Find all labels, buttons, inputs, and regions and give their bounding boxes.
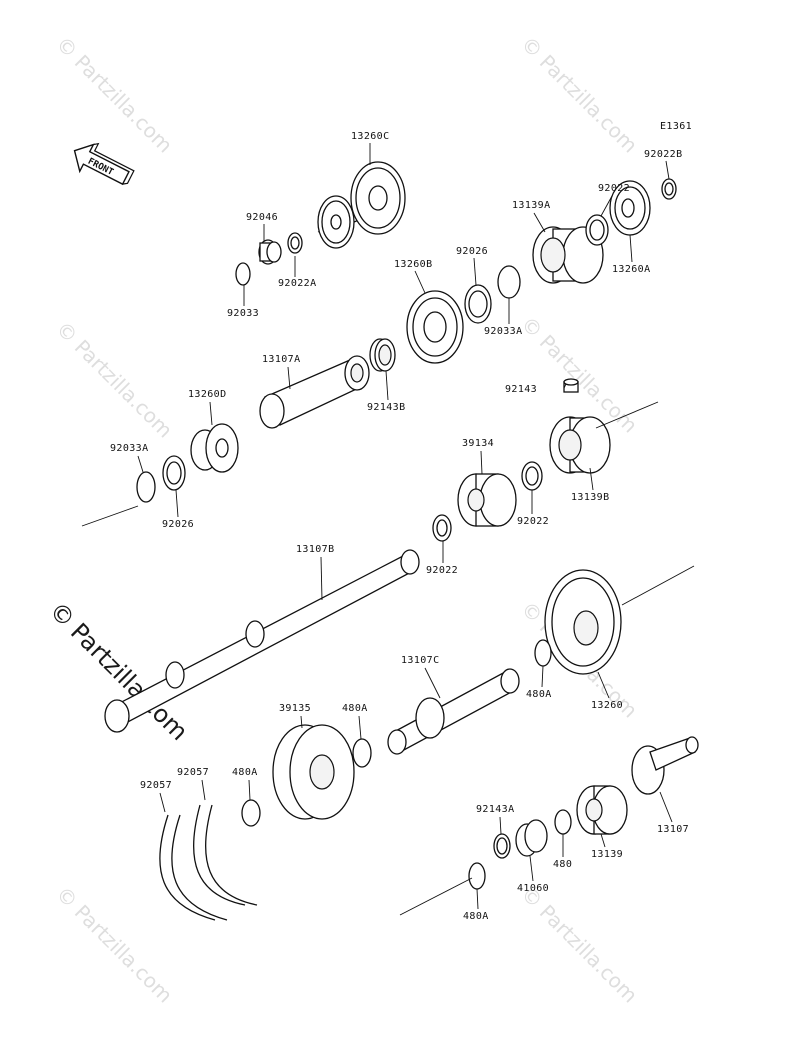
part-label: 13107A xyxy=(262,354,301,365)
circlip-92033a-left xyxy=(136,471,156,503)
shaft-13107 xyxy=(631,736,699,795)
part-label: 92057 xyxy=(140,780,172,791)
small-gear-13260c xyxy=(317,195,355,249)
shaft-13107a xyxy=(259,355,370,429)
label-group: 13260C 92046 92022A 92033 13139A 92022 9… xyxy=(110,131,689,922)
gear-13260 xyxy=(544,569,622,675)
watermark-text: Partzilla.com xyxy=(70,50,177,157)
hub-39134 xyxy=(457,473,517,527)
shaft-13107c xyxy=(387,668,520,755)
watermark-text: Partzilla.com xyxy=(535,900,642,1007)
part-label: 480A xyxy=(526,689,552,700)
part-label: 13260D xyxy=(188,389,227,400)
part-label: 92022B xyxy=(644,149,683,160)
gear-13260b xyxy=(406,290,464,364)
watermark-text: Partzilla.com xyxy=(70,900,177,1007)
gear-cluster-13260c xyxy=(317,161,406,249)
part-label: 39135 xyxy=(279,703,311,714)
gear-13260a xyxy=(609,180,651,236)
part-label: 39134 xyxy=(462,438,494,449)
large-gear-13260c xyxy=(350,161,406,235)
diagram-code: E1361 xyxy=(660,121,692,132)
part-label: 13139 xyxy=(591,849,623,860)
part-label: 13260C xyxy=(351,131,390,142)
part-label: 92143 xyxy=(505,384,537,395)
part-label: 92022A xyxy=(278,278,317,289)
part-label: 13107B xyxy=(296,544,335,555)
part-label: 92046 xyxy=(246,212,278,223)
watermark-text: Partzilla.com xyxy=(70,335,177,442)
needle-bearing-92046 xyxy=(258,239,282,265)
circlip-480a-bottom xyxy=(468,862,486,890)
part-label: 92022 xyxy=(598,183,630,194)
axis-line xyxy=(81,505,139,527)
bushing-41060 xyxy=(515,819,548,857)
part-label: 92026 xyxy=(162,519,194,530)
chain-92057 xyxy=(159,804,258,921)
collar-92143 xyxy=(563,378,579,393)
part-label: 13139B xyxy=(571,492,610,503)
part-label: 92022 xyxy=(517,516,549,527)
part-label: 92057 xyxy=(177,767,209,778)
part-label: 13139A xyxy=(512,200,551,211)
part-label: 13260B xyxy=(394,259,433,270)
part-label: 92143B xyxy=(367,402,406,413)
leader-lines xyxy=(137,143,673,910)
part-label: 92033 xyxy=(227,308,259,319)
sprocket-39135 xyxy=(272,724,355,820)
part-label: 41060 xyxy=(517,883,549,894)
part-label: 480 xyxy=(553,859,572,870)
front-arrow-icon: FRONT xyxy=(73,142,135,186)
axis-line xyxy=(621,565,695,606)
part-label: 480A xyxy=(463,911,489,922)
circlip-92033a-upper xyxy=(497,265,521,299)
part-label: 13260 xyxy=(591,700,623,711)
shaft-13107b xyxy=(104,549,420,733)
part-label: 13107C xyxy=(401,655,440,666)
part-label: 13107 xyxy=(657,824,689,835)
part-label: 13260A xyxy=(612,264,651,275)
part-label: 92022 xyxy=(426,565,458,576)
part-label: 92033A xyxy=(484,326,523,337)
hub-13139b xyxy=(549,416,611,474)
axis-line xyxy=(595,401,659,429)
part-label: 92143A xyxy=(476,804,515,815)
circlip-480 xyxy=(554,809,572,835)
circlip-92033 xyxy=(235,262,251,286)
watermark-text: Partzilla.com xyxy=(535,50,642,157)
circlip-480a-mid xyxy=(352,738,372,768)
part-label: 92026 xyxy=(456,246,488,257)
part-label: 480A xyxy=(232,767,258,778)
axis-line xyxy=(399,877,473,916)
circlip-480a-right xyxy=(534,639,552,667)
sleeve-13139 xyxy=(576,785,628,835)
circlip-480a-left xyxy=(241,799,261,827)
gear-13260d xyxy=(190,423,239,473)
collar-92143b xyxy=(369,338,396,372)
part-label: 480A xyxy=(342,703,368,714)
part-label: 92033A xyxy=(110,443,149,454)
